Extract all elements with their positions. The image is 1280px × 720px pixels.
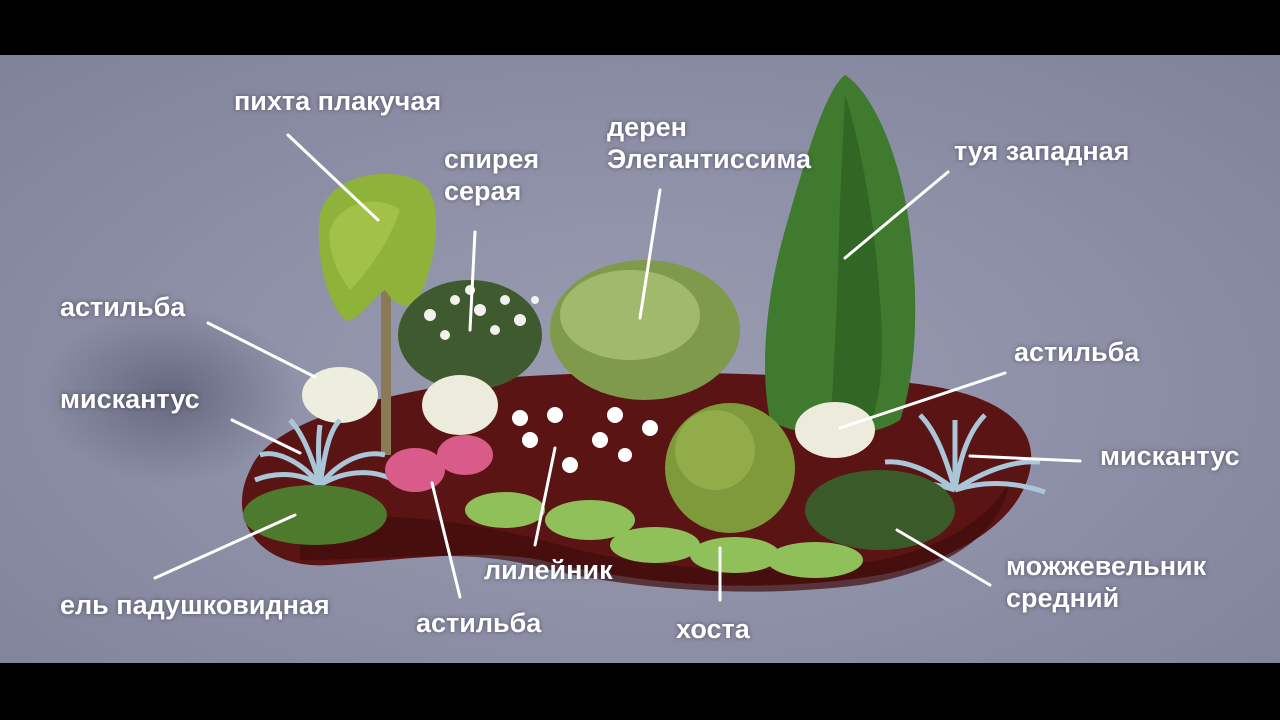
label-lileinik: лилейник xyxy=(484,555,613,585)
leader-deren xyxy=(638,188,662,320)
label-miskantus-left: мискантус xyxy=(60,384,200,414)
spireya-shrub xyxy=(398,280,542,390)
label-deren: дерен Элегантиссима xyxy=(607,112,812,175)
leader-lileinik xyxy=(533,446,557,547)
label-mozhzhevelnik: можжевельник средний xyxy=(1006,551,1207,614)
label-astilba-right: астильба xyxy=(1014,337,1140,367)
garden-illustration xyxy=(153,75,1082,602)
khosta-plants xyxy=(465,492,863,578)
astilba-pink-plant xyxy=(385,448,445,492)
astilba-pink-plant-2 xyxy=(437,435,493,475)
label-khosta: хоста xyxy=(676,614,750,644)
diagram-frame: пихта плакучая спирея серая дерен Элеган… xyxy=(0,55,1280,663)
label-miskantus-right: мискантус xyxy=(1100,441,1240,471)
boxwood-ball-highlight xyxy=(675,410,755,490)
miskantus-left-plant xyxy=(254,418,391,488)
label-astilba-left: астильба xyxy=(60,292,186,322)
label-tuya: туя западная xyxy=(954,136,1130,166)
leader-el xyxy=(153,513,297,580)
leader-lines xyxy=(153,133,1082,602)
deren-shrub-highlight xyxy=(560,270,700,360)
el-plant xyxy=(243,485,387,545)
leader-miskantus-left xyxy=(230,418,302,455)
label-spireya: спирея серая xyxy=(444,144,540,207)
leader-tuya xyxy=(843,170,950,260)
leader-spireya xyxy=(468,230,477,332)
mozhzhevelnik-plant xyxy=(805,470,955,550)
flowerbed-soil-shade xyxy=(300,480,1010,592)
astilba-right-plant xyxy=(795,402,875,458)
astilba-center-plant xyxy=(422,375,498,435)
leader-miskantus-right xyxy=(968,454,1082,463)
spireya-flowers xyxy=(424,285,539,340)
pikhta-trunk xyxy=(381,280,391,455)
label-astilba-bottom: астильба xyxy=(416,608,542,638)
label-el: ель падушковидная xyxy=(60,590,330,620)
lileinik-flowers xyxy=(512,407,658,473)
astilba-left-plant xyxy=(302,367,378,423)
leader-pikhta xyxy=(286,133,380,222)
label-pikhta: пихта плакучая xyxy=(234,86,442,116)
tuya-tree-shade xyxy=(830,95,882,428)
leader-astilba-right xyxy=(838,371,1007,430)
pikhta-crown-shade xyxy=(329,201,400,290)
leader-mozhzhevelnik xyxy=(895,528,992,587)
leader-astilba-left xyxy=(206,321,317,379)
leader-astilba-bottom xyxy=(430,481,462,599)
